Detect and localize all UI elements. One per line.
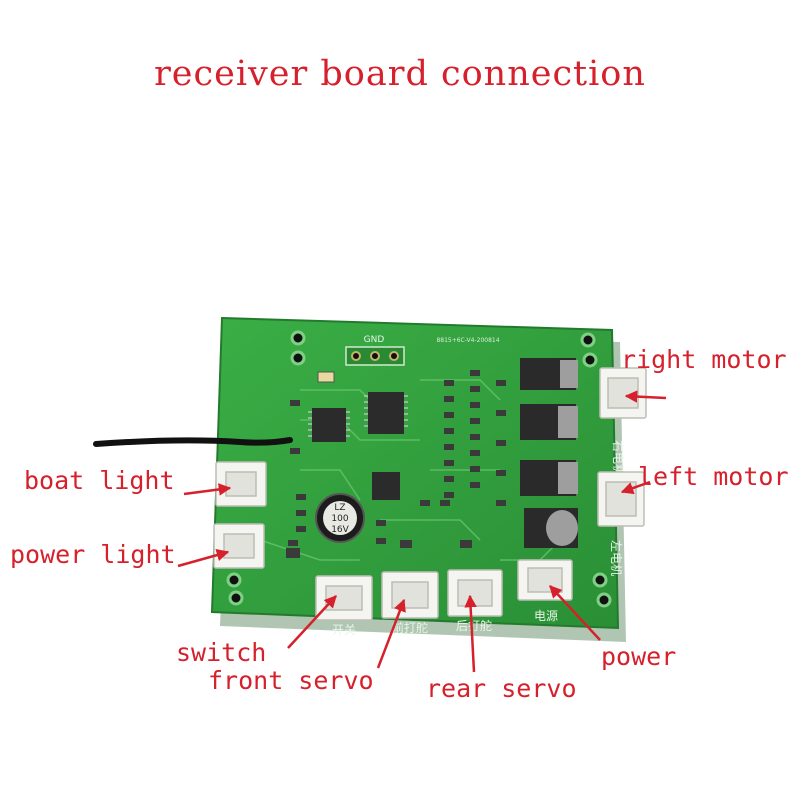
power-connector bbox=[517, 559, 573, 601]
mosfet-1 bbox=[520, 358, 578, 390]
ic-chip-1-pins bbox=[308, 411, 350, 437]
pcb-board bbox=[210, 316, 620, 630]
cap-mark-1: LZ bbox=[334, 503, 345, 513]
rear-servo-label: rear servo bbox=[426, 674, 577, 703]
mosfet-3 bbox=[520, 460, 578, 496]
right-motor-silk: 右电机 bbox=[611, 440, 626, 476]
part-number-label: 8815+6C-V4-200814 bbox=[436, 337, 499, 344]
crystal bbox=[317, 371, 335, 383]
gnd-header-pins bbox=[351, 351, 399, 361]
boat-light-arrow bbox=[183, 483, 232, 496]
switch-label: switch bbox=[176, 638, 267, 667]
right-motor-connector bbox=[599, 367, 647, 419]
smd-components bbox=[286, 370, 506, 558]
power-light-label: power light bbox=[10, 540, 176, 569]
left-motor-label: left motor bbox=[638, 462, 789, 491]
capacitor-top bbox=[323, 501, 357, 535]
right-motor-label: right motor bbox=[621, 345, 787, 374]
rear-servo-port-silk: 后打舵 bbox=[456, 618, 492, 633]
cap-mark-3: 16V bbox=[331, 525, 349, 535]
mounting-holes bbox=[226, 330, 612, 608]
left-motor-silk: 左电机 bbox=[609, 540, 624, 576]
power-port-silk: 电源 bbox=[534, 609, 558, 623]
page-title: receiver board connection bbox=[154, 54, 646, 94]
cap-mark-2: 100 bbox=[331, 514, 348, 524]
switch-arrow bbox=[287, 595, 337, 649]
antenna-wire bbox=[93, 437, 293, 447]
power-light-connector bbox=[213, 523, 265, 569]
rear-servo-connector bbox=[447, 569, 503, 617]
front-servo-port-silk: 前打舵 bbox=[392, 620, 428, 635]
front-servo-label: front servo bbox=[208, 666, 374, 695]
switch-port-silk: 开关 bbox=[332, 623, 356, 637]
boat-light-connector bbox=[215, 461, 267, 507]
power-arrow bbox=[549, 585, 601, 641]
right-motor-arrow bbox=[624, 390, 667, 403]
power-light-arrow bbox=[177, 549, 230, 568]
boat-light-label: boat light bbox=[24, 466, 175, 495]
gnd-label: GND bbox=[364, 335, 385, 345]
ic-chip-3 bbox=[372, 472, 400, 500]
ic-chip-2-pins bbox=[364, 395, 408, 427]
front-servo-connector bbox=[381, 571, 439, 619]
mosfet-4 bbox=[524, 508, 578, 548]
ic-chip-2 bbox=[368, 392, 404, 434]
rear-servo-arrow bbox=[464, 594, 477, 673]
switch-connector bbox=[315, 575, 373, 621]
left-motor-arrow bbox=[620, 480, 651, 495]
ic-chip-1 bbox=[312, 408, 346, 442]
front-servo-arrow bbox=[376, 598, 406, 669]
power-label: power bbox=[601, 642, 677, 671]
mosfet-2 bbox=[520, 404, 578, 440]
